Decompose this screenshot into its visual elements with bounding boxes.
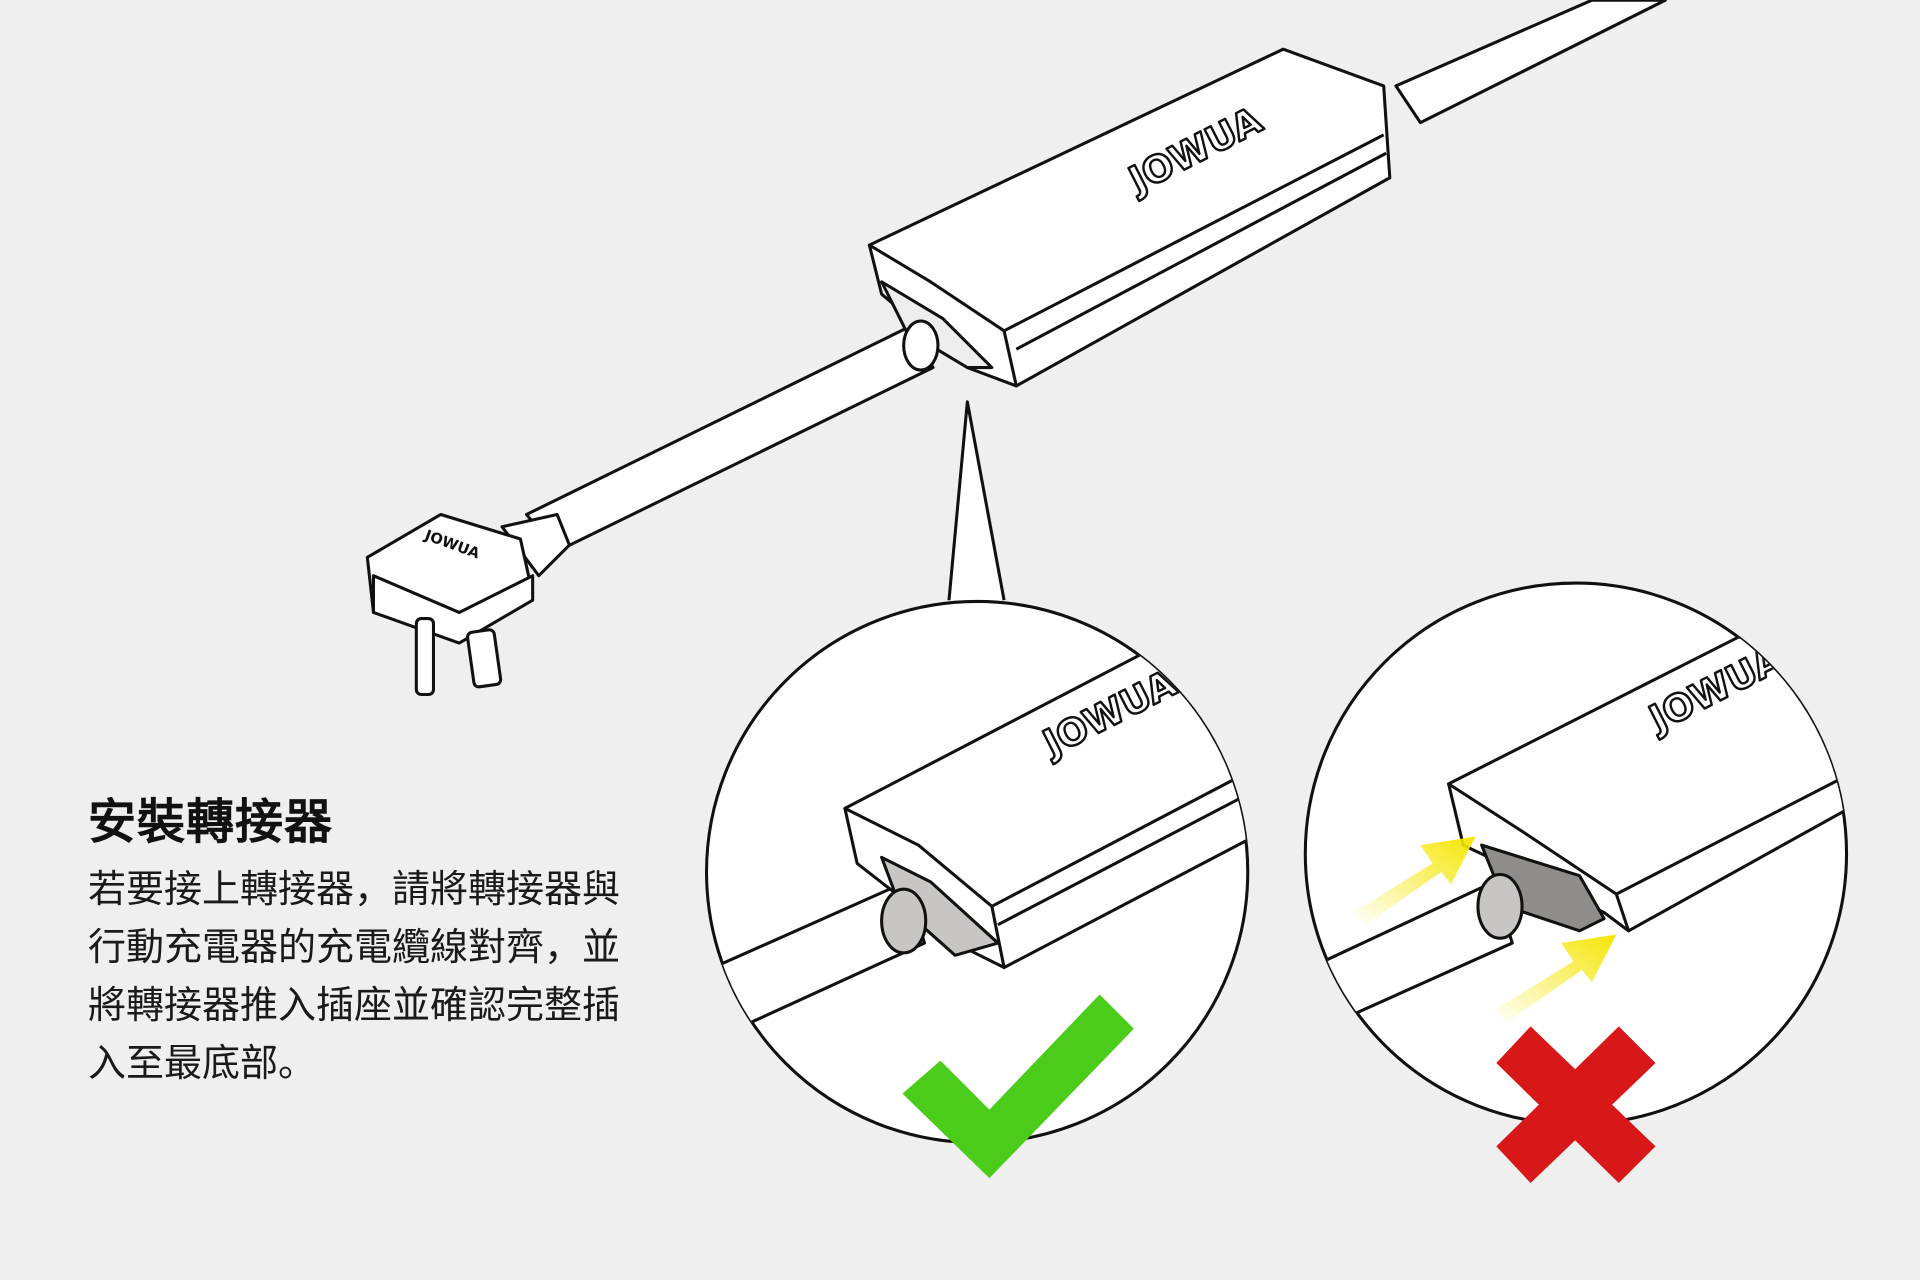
instruction-line: 將轉接器推入插座並確認完整插 <box>88 983 621 1027</box>
instruction-text: 若要接上轉接器，請將轉接器與 行動充電器的充電纜線對齊，並 將轉接器推入插座並確… <box>88 860 668 1092</box>
instruction-line: 行動充電器的充電纜線對齊，並 <box>88 925 621 969</box>
instruction-line: 入至最底部。 <box>88 1041 317 1085</box>
page-title: 安裝轉接器 <box>88 794 334 850</box>
push-arrow-icon <box>1353 836 1617 1023</box>
callout-pointer <box>947 400 1006 601</box>
checkmark-icon <box>902 994 1134 1179</box>
plug: JOWUA <box>365 512 571 697</box>
cross-icon <box>1496 1026 1656 1184</box>
instruction-line: 若要接上轉接器，請將轉接器與 <box>88 867 621 911</box>
adapter-body: JOWUA <box>867 47 1392 388</box>
